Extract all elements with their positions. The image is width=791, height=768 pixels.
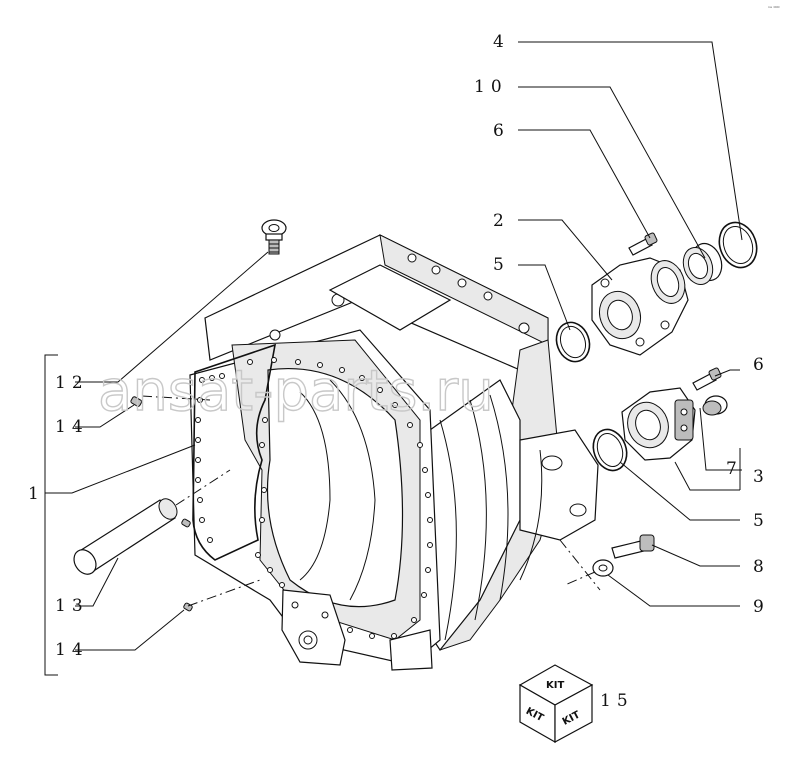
transmission-housing [189, 234, 601, 671]
callout-6-lower: 6 [753, 355, 770, 375]
plug-7 [702, 395, 728, 416]
kit-box-15: KIT KIT KIT [518, 664, 594, 744]
bolt-6-lower [692, 367, 722, 391]
callout-13: 13 [55, 596, 89, 616]
callout-10: 10 [474, 77, 508, 97]
watermark-text: ansat-parts.ru [98, 359, 494, 424]
callout-12: 12 [55, 373, 89, 393]
o-ring-4 [718, 221, 758, 269]
flange-3 [621, 387, 696, 461]
leader-lines [44, 41, 743, 676]
corner-mark: ⁿᵃ ⁰⁰⁰ [768, 6, 780, 12]
callout-7: 7 [726, 459, 743, 479]
callout-5-lower: 5 [753, 511, 770, 531]
callout-6-upper: 6 [493, 121, 510, 141]
flange-2 [591, 257, 689, 356]
callout-1: 1 [28, 484, 45, 504]
callout-labels: 4 10 6 2 5 6 12 14 1 7 3 5 8 13 9 14 15 [28, 32, 770, 711]
callout-14-lower: 14 [55, 640, 89, 660]
callout-2: 2 [493, 211, 510, 231]
dowel-pin-14-upper [130, 395, 211, 407]
callout-14-upper: 14 [55, 417, 89, 437]
bolt-6-upper [628, 232, 658, 256]
callout-4: 4 [493, 32, 510, 52]
bolt-8 [611, 534, 655, 559]
breather-plug-12 [261, 219, 287, 255]
o-ring-5-upper [555, 321, 591, 363]
callout-15: 15 [600, 691, 634, 711]
kit-label-top: KIT [546, 680, 564, 691]
bushing-10 [682, 242, 723, 285]
callout-8: 8 [753, 557, 770, 577]
callout-9: 9 [753, 597, 770, 617]
dowel-pin-14-lower [181, 518, 261, 612]
washer-9 [564, 559, 614, 586]
o-ring-5-lower [592, 428, 628, 472]
callout-3: 3 [753, 467, 770, 487]
callout-5-upper: 5 [493, 255, 510, 275]
shaft-13 [73, 469, 231, 575]
